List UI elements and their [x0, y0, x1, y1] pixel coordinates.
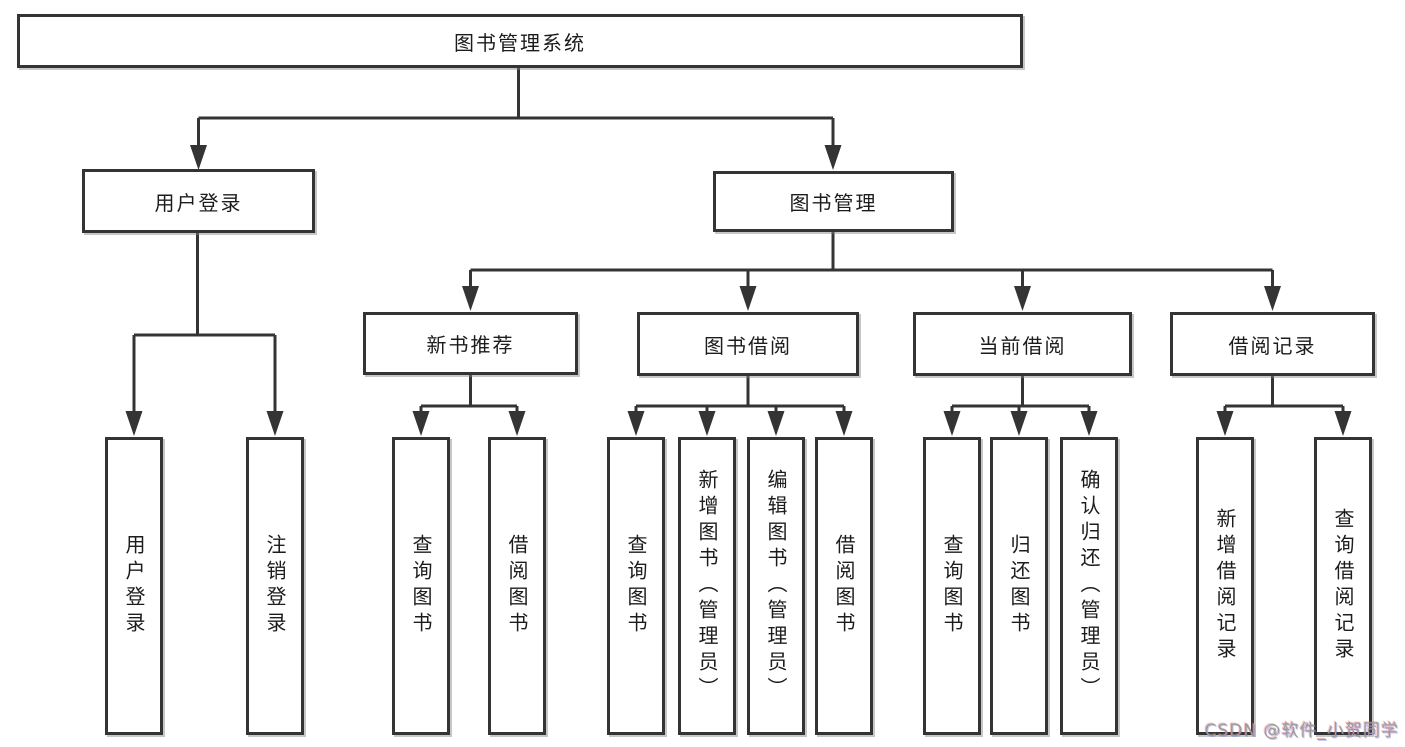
- leaf-query-books-current: 查询图书: [923, 437, 981, 735]
- node-new-book-recommend: 新书推荐: [363, 312, 578, 375]
- leaf-confirm-return-admin: 确认归还（管理员）: [1060, 437, 1118, 735]
- leaf-query-books-recommend: 查询图书: [392, 437, 450, 735]
- leaf-add-books-admin: 新增图书（管理员）: [678, 437, 736, 735]
- leaf-edit-books-admin: 编辑图书（管理员）: [747, 437, 805, 735]
- leaf-return-books: 归还图书: [990, 437, 1048, 735]
- node-root-system: 图书管理系统: [17, 14, 1023, 68]
- node-current-borrowing-label: 当前借阅: [978, 333, 1067, 358]
- node-book-borrowing: 图书借阅: [637, 312, 859, 376]
- leaf-query-books-borrowing: 查询图书: [607, 437, 665, 735]
- leaf-logout: 注销登录: [246, 437, 304, 735]
- node-book-management: 图书管理: [713, 171, 954, 232]
- node-borrowing-records-label: 借阅记录: [1228, 333, 1317, 358]
- leaf-user-login: 用户登录: [105, 437, 163, 735]
- node-book-borrowing-label: 图书借阅: [704, 333, 792, 358]
- leaf-borrow-books-recommend: 借阅图书: [488, 437, 546, 735]
- node-borrowing-records: 借阅记录: [1170, 312, 1375, 376]
- node-user-login-label: 用户登录: [154, 190, 243, 215]
- csdn-watermark: CSDN @软件_小贺同学: [1204, 721, 1399, 741]
- node-book-management-label: 图书管理: [789, 191, 878, 215]
- leaf-query-borrow-record: 查询借阅记录: [1314, 437, 1372, 735]
- node-user-login: 用户登录: [82, 169, 315, 233]
- arrowhead-icons: [125, 145, 1352, 436]
- node-current-borrowing: 当前借阅: [913, 312, 1132, 376]
- leaf-borrow-books: 借阅图书: [815, 437, 873, 735]
- leaf-add-borrow-record: 新增借阅记录: [1196, 437, 1254, 735]
- node-root-label: 图书管理系统: [454, 30, 586, 55]
- node-new-book-recommend-label: 新书推荐: [426, 333, 515, 357]
